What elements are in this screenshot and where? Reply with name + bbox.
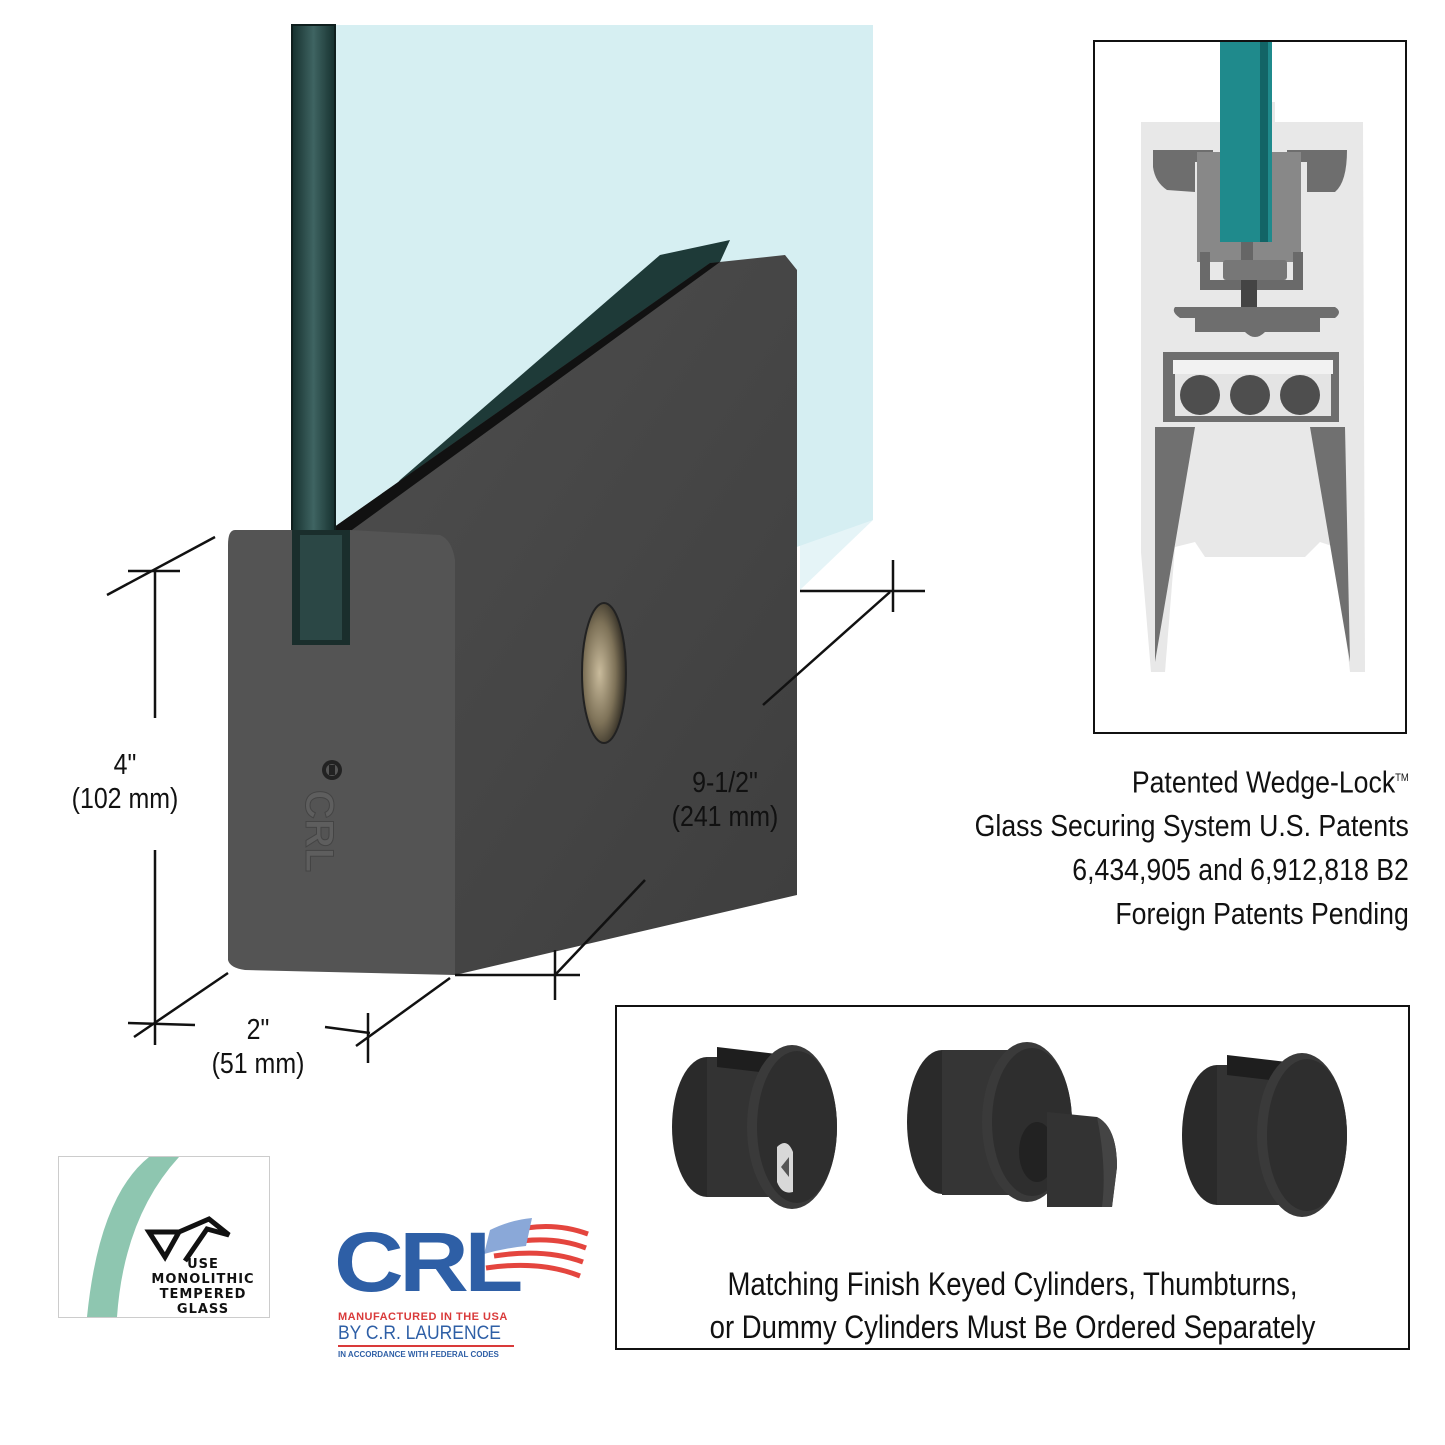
bird-logo-icon (144, 1216, 231, 1263)
crl-by-line: BY C.R. LAURENCE (338, 1323, 501, 1344)
length-imperial: 9-1/2" (692, 767, 758, 799)
patent-line-2: Glass Securing System U.S. Patents (974, 808, 1409, 844)
length-metric: (241 mm) (671, 801, 779, 833)
height-imperial: 4" (113, 749, 137, 781)
cylinders-caption: Matching Finish Keyed Cylinders, Thumbtu… (672, 1263, 1352, 1349)
cylinders-caption-line-1: Matching Finish Keyed Cylinders, Thumbtu… (727, 1266, 1298, 1302)
cylinders-caption-line-2: or Dummy Cylinders Must Be Ordered Separ… (709, 1309, 1316, 1345)
lock-cylinder-hole (581, 602, 627, 744)
patent-caption: Patented Wedge-LockTM Glass Securing Sys… (975, 756, 1409, 936)
wedge-lock-profile-box (1093, 40, 1407, 734)
patent-line-1: Patented Wedge-Lock (1132, 764, 1396, 800)
crl-mark: CRL (334, 1215, 523, 1309)
patent-line-4: Foreign Patents Pending (1115, 896, 1409, 932)
crl-divider (338, 1345, 514, 1347)
crl-tagline: MANUFACTURED IN THE USA (338, 1311, 508, 1323)
dummy-cylinder-icon (1182, 1053, 1347, 1217)
us-flag-icon (480, 1218, 590, 1285)
crl-fine-print: IN ACCORDANCE WITH FEDERAL CODES (338, 1350, 499, 1359)
width-dimension-label: 2" (51 mm) (189, 1013, 327, 1081)
rail-side-face (330, 255, 797, 975)
rail-end-face: CRL (228, 530, 455, 975)
thumbturn-icon (907, 1042, 1117, 1207)
height-metric: (102 mm) (71, 783, 179, 815)
length-dimension-label: 9-1/2" (241 mm) (652, 766, 798, 834)
cylinder-illustrations (672, 1042, 1347, 1217)
product-illustration: CRL (106, 24, 925, 1063)
cylinders-box: Matching Finish Keyed Cylinders, Thumbtu… (615, 1005, 1410, 1350)
height-dimension-label: 4" (102 mm) (52, 748, 198, 816)
glass-curve-icon (87, 1157, 231, 1317)
width-metric: (51 mm) (211, 1048, 305, 1080)
wedge-lock-cross-section (1141, 42, 1365, 672)
width-imperial: 2" (246, 1014, 270, 1046)
patent-line-3: 6,434,905 and 6,912,818 B2 (1072, 852, 1409, 888)
keyed-cylinder-icon (672, 1045, 837, 1209)
trademark-symbol: TM (1395, 772, 1409, 784)
glass-badge-text: USE MONOLITHIC TEMPERED GLASS (151, 1257, 255, 1317)
crl-brand-logo: CRL MANUFACTURED IN THE USA BY C.R. LAUR… (330, 1205, 590, 1365)
dimension-lines (106, 535, 925, 1063)
tempered-glass-badge: USE MONOLITHIC TEMPERED GLASS (58, 1156, 270, 1318)
embossed-logo: CRL (297, 790, 341, 872)
